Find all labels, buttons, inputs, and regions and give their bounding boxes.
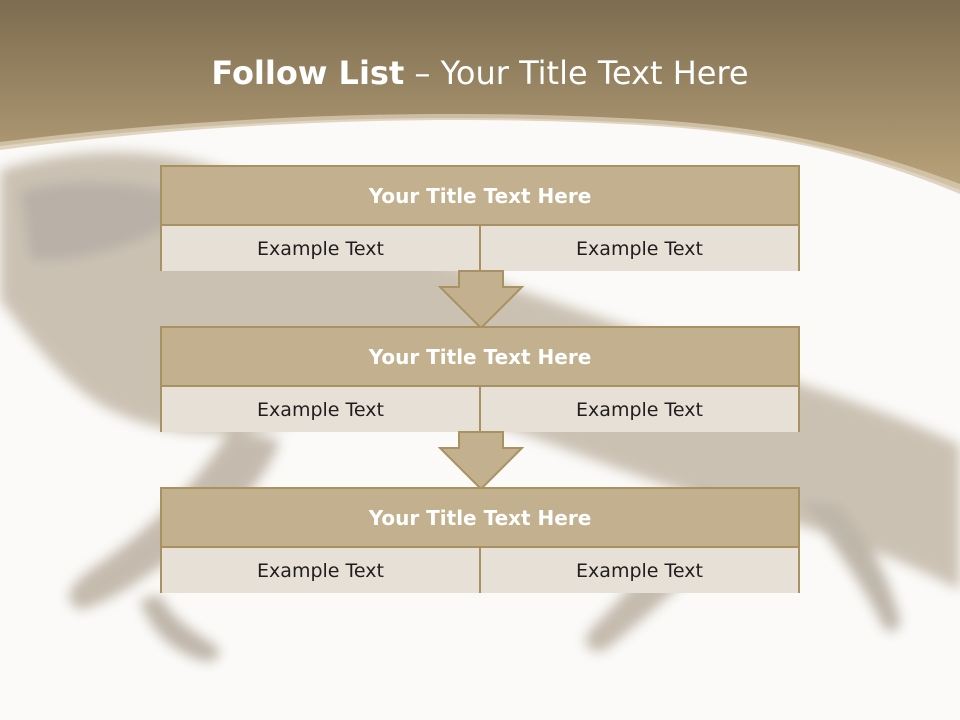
step-right-text: Example Text (479, 548, 798, 593)
step-block: Your Title Text Here Example Text Exampl… (160, 326, 800, 432)
step-right-text: Example Text (479, 387, 798, 432)
down-arrow-icon (438, 270, 524, 330)
step-left-text: Example Text (162, 548, 479, 593)
step-block: Your Title Text Here Example Text Exampl… (160, 165, 800, 271)
step-block: Your Title Text Here Example Text Exampl… (160, 487, 800, 593)
slide-title: Follow List – Your Title Text Here (0, 54, 960, 92)
step-row: Example Text Example Text (162, 226, 798, 271)
header-band (0, 0, 960, 190)
slide-title-rest: – Your Title Text Here (404, 54, 749, 92)
step-left-text: Example Text (162, 387, 479, 432)
step-title: Your Title Text Here (162, 328, 798, 387)
step-title: Your Title Text Here (162, 167, 798, 226)
step-row: Example Text Example Text (162, 387, 798, 432)
slide-title-bold: Follow List (211, 54, 405, 92)
down-arrow-icon (438, 431, 524, 491)
step-title: Your Title Text Here (162, 489, 798, 548)
step-right-text: Example Text (479, 226, 798, 271)
step-row: Example Text Example Text (162, 548, 798, 593)
step-left-text: Example Text (162, 226, 479, 271)
